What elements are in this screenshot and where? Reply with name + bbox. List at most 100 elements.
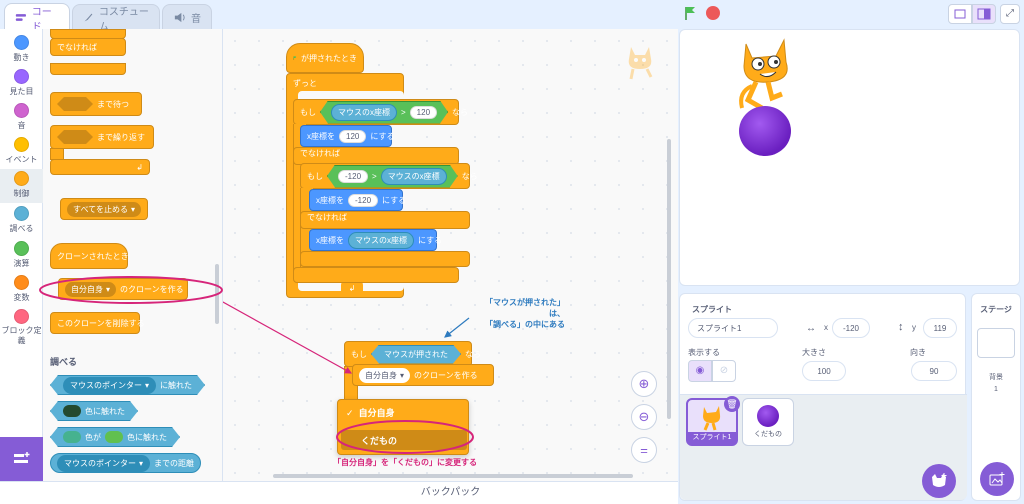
- block-if-else-inner[interactable]: もし -120 > マウスのx座標 なら: [300, 163, 478, 189]
- y-arrow-icon: ↕: [898, 321, 904, 333]
- block-label: x座標を: [316, 235, 344, 245]
- mouse-x-reporter[interactable]: マウスのx座標: [348, 231, 414, 249]
- small-stage-button[interactable]: [948, 4, 972, 24]
- y-input[interactable]: 119: [923, 318, 957, 338]
- sprite-thumb-2[interactable]: くだもの: [742, 398, 794, 446]
- mouse-x-reporter[interactable]: マウスのx座標: [331, 104, 397, 121]
- stage-canvas[interactable]: [679, 29, 1020, 286]
- fruit-thumbnail-icon: [757, 405, 779, 427]
- fullscreen-button[interactable]: ⤢: [1000, 4, 1020, 24]
- zoom-out-button[interactable]: ⊖: [631, 404, 657, 430]
- number-input[interactable]: -120: [338, 170, 368, 183]
- block-create-clone[interactable]: 自分自身▾ のクローンを作る: [58, 278, 188, 300]
- category-variables[interactable]: 変数: [0, 275, 43, 303]
- backpack-bar[interactable]: バックパック: [223, 481, 678, 504]
- block-touching-color[interactable]: 色に触れた: [50, 401, 138, 421]
- number-input[interactable]: -120: [348, 193, 379, 207]
- block-delete-clone[interactable]: このクローンを削除する: [50, 312, 145, 334]
- add-sprite-button[interactable]: [922, 464, 956, 498]
- category-motion[interactable]: 動き: [0, 35, 43, 63]
- normal-stage-button[interactable]: [972, 4, 996, 24]
- sprite-watermark-icon: [628, 47, 653, 80]
- zoom-in-button[interactable]: ⊕: [631, 371, 657, 397]
- distance-dropdown[interactable]: マウスのポインター▾: [57, 454, 151, 472]
- category-sensing[interactable]: 調べる: [0, 206, 43, 234]
- block-if[interactable]: もし マウスが押された なら: [344, 341, 481, 367]
- direction-input[interactable]: 90: [911, 361, 957, 381]
- block-label: でなければ: [300, 149, 340, 158]
- fruit-sprite[interactable]: [739, 106, 791, 156]
- block-create-clone[interactable]: 自分自身▾ のクローンを作る: [352, 364, 494, 386]
- stop-button[interactable]: [706, 6, 720, 20]
- green-flag-button[interactable]: [683, 6, 697, 20]
- x-arrow-icon: ↔: [806, 323, 816, 334]
- greater-than-block[interactable]: マウスのx座標 > 120: [320, 101, 448, 124]
- category-sound[interactable]: 音: [0, 103, 43, 131]
- touching-dropdown[interactable]: マウスのポインター▾: [63, 377, 156, 394]
- category-dot: [14, 103, 29, 118]
- cat-sprite[interactable]: [732, 36, 802, 116]
- clone-target-dropdown[interactable]: 自分自身▾: [65, 281, 117, 297]
- category-label: 動き: [13, 53, 30, 62]
- add-backdrop-button[interactable]: [980, 462, 1014, 496]
- block-set-x[interactable]: x座標を マウスのx座標 にする: [309, 229, 442, 251]
- tab-sound[interactable]: 音: [162, 4, 212, 30]
- boolean-slot: [57, 97, 93, 111]
- sprite-thumb-label: くだもの: [754, 431, 782, 438]
- sprite-thumb-1[interactable]: スプライト1 🗑: [686, 396, 740, 446]
- highlight-ellipse: [39, 276, 223, 304]
- mouse-down-block[interactable]: マウスが押された: [371, 345, 461, 364]
- stage-thumbnail[interactable]: [977, 328, 1015, 358]
- x-input[interactable]: -120: [832, 318, 870, 338]
- block-stop[interactable]: すべてを止める▾: [60, 198, 148, 220]
- small-stage-icon: [954, 9, 966, 19]
- zoom-reset-button[interactable]: =: [631, 437, 657, 463]
- block-when-flag-clicked[interactable]: が押されたとき: [286, 43, 364, 73]
- category-looks[interactable]: 見た目: [0, 69, 43, 97]
- number-input[interactable]: 120: [339, 129, 367, 143]
- block-touching[interactable]: マウスのポインター▾ に触れた: [50, 375, 205, 395]
- greater-than-block[interactable]: -120 > マウスのx座標: [327, 165, 458, 188]
- category-control[interactable]: 制御: [0, 169, 43, 203]
- block-repeat-until[interactable]: まで繰り返す: [50, 125, 154, 149]
- menu-item-myself[interactable]: ✓ 自分自身: [346, 406, 395, 419]
- color-swatch[interactable]: [63, 431, 81, 443]
- block-wait-until[interactable]: まで待つ: [50, 92, 142, 116]
- delete-sprite-button[interactable]: 🗑: [724, 396, 740, 412]
- show-visible-button[interactable]: ◉: [688, 360, 712, 382]
- sprite-name-input[interactable]: スプライト1: [688, 318, 778, 338]
- tab-costume[interactable]: コスチューム: [72, 4, 160, 33]
- block-distance-to[interactable]: マウスのポインター▾ までの距離: [50, 453, 202, 473]
- add-extension-button[interactable]: [0, 437, 43, 481]
- category-operators[interactable]: 演算: [0, 241, 43, 269]
- size-input[interactable]: 100: [802, 361, 846, 381]
- block-label: にする: [382, 195, 407, 205]
- clone-target-dropdown[interactable]: 自分自身▾: [359, 367, 411, 383]
- block-label: にする: [418, 235, 443, 245]
- category-my-blocks[interactable]: ブロック定義: [0, 309, 43, 346]
- mouse-x-reporter[interactable]: マウスのx座標: [381, 168, 447, 185]
- number-input[interactable]: 120: [410, 106, 437, 119]
- block-label: もし: [307, 171, 323, 181]
- block-when-clone-starts[interactable]: クローンされたとき: [50, 243, 129, 269]
- menu-item-fruit[interactable]: くだもの: [341, 430, 467, 450]
- show-hidden-button[interactable]: ⊘: [712, 360, 736, 382]
- category-dot: [14, 171, 29, 186]
- stop-dropdown[interactable]: すべてを止める▾: [67, 201, 141, 217]
- block-color-touching-color[interactable]: 色が 色に触れた: [50, 427, 180, 447]
- x-label: x: [824, 323, 828, 332]
- block-if-else[interactable]: もし マウスのx座標 > 120 なら: [293, 99, 468, 125]
- code-horizontal-scrollbar[interactable]: [273, 474, 633, 478]
- code-vertical-scrollbar[interactable]: [667, 139, 671, 419]
- color-swatch[interactable]: [63, 405, 81, 417]
- color-swatch[interactable]: [105, 431, 123, 443]
- tab-code[interactable]: コード: [4, 3, 70, 33]
- menu-item-label: くだもの: [361, 436, 398, 446]
- stage-selector-pane[interactable]: ステージ 背景 1: [971, 293, 1021, 501]
- block-label: でなければ: [57, 42, 97, 52]
- block-else[interactable]: でなければ: [50, 38, 126, 56]
- category-events[interactable]: イベント: [0, 137, 43, 165]
